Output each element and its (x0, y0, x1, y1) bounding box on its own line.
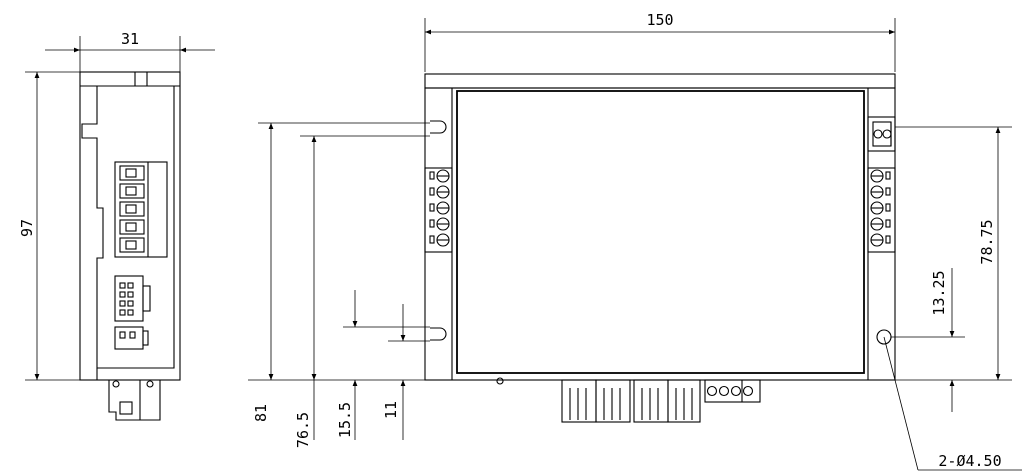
dim-15-5-label: 15.5 (336, 402, 354, 438)
front-frame (424, 87, 896, 381)
bottom-connectors (496, 377, 761, 423)
dim-81-label: 81 (252, 404, 270, 422)
side-height-label: 97 (18, 219, 36, 237)
side-body-outline (79, 71, 181, 381)
front-view: 150 (248, 11, 1022, 471)
side-pin-header (114, 275, 151, 350)
side-view: 31 97 (18, 30, 215, 421)
side-width-label: 31 (121, 30, 139, 48)
mounting-slots (430, 120, 447, 341)
front-width-label: 150 (646, 11, 673, 29)
hole-callout-label: 2-Ø4.50 (938, 452, 1001, 470)
side-terminal-connector (114, 161, 168, 258)
side-bottom-connector (108, 380, 161, 421)
dim-78-75-label: 78.75 (978, 219, 996, 264)
left-terminal-strip (424, 167, 453, 253)
dim-13-25-label: 13.25 (930, 270, 948, 315)
dim-11-label: 11 (382, 401, 400, 419)
front-panel (456, 90, 865, 374)
right-terminal-strip (867, 167, 896, 253)
top-right-connector (867, 116, 896, 152)
top-rail (424, 73, 896, 89)
dim-76-5-label: 76.5 (294, 412, 312, 448)
